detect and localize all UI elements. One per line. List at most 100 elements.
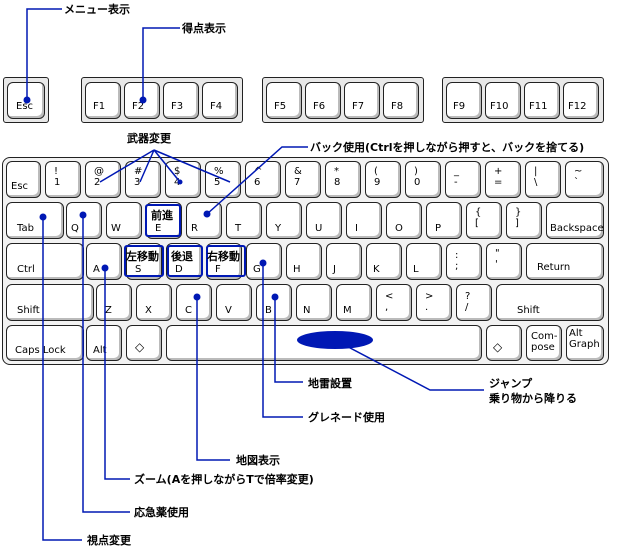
key-slash: ? / [456,284,492,321]
key-6: ^ 6 [245,161,281,198]
diamond-right-icon: ◇ [493,340,503,354]
key-g-label: G [253,264,261,275]
f6-label: F6 [313,101,326,112]
f4-label: F4 [210,101,223,112]
label-left-move: 左移動 [126,250,159,263]
key-k: K [366,243,402,280]
key-5-label: % 5 [214,166,224,188]
f9-label: F9 [453,101,466,112]
key-u: U [306,202,342,239]
shift-right-key: Shift [496,284,604,321]
key-backslash: | \ [525,161,561,198]
f8-key: F8 [383,82,419,119]
alt-left-key: Alt [86,325,122,361]
shift-left-label: Shift [17,305,40,316]
annotation-grenade: グレネード使用 [308,411,385,424]
key-c-label: C [185,305,192,316]
key-lbrace-label: { [ [475,207,482,229]
annotation-map: 地図表示 [236,454,280,467]
key-1: ! 1 [45,161,81,198]
annotation-score: 得点表示 [182,22,226,35]
key-0: ) 0 [405,161,441,198]
f3-key: F3 [163,82,199,119]
f1-label: F1 [93,101,106,112]
key-quote: " ' [486,243,522,280]
f1-key: F1 [85,82,121,119]
highlight-left-move [124,245,164,277]
key-rbrace: } ] [506,202,542,239]
highlight-right-move [206,245,246,277]
key-lbrace: { [ [466,202,502,239]
key-u-label: U [315,223,323,234]
key-n: N [296,284,332,321]
key-9-label: ( 9 [374,166,381,188]
key-equal: + = [485,161,521,198]
label-right-move: 右移動 [207,250,240,263]
key-comma: < , [376,284,412,321]
key-7-label: & 7 [294,166,302,188]
key-q-label: Q [71,223,79,234]
key-e: E [146,202,182,239]
esc-top-label: Esc [16,101,34,112]
compose-key: Com- pose [526,325,562,361]
key-s-label: S [135,264,142,275]
highlight-back [167,245,203,277]
esc-label: Esc [11,181,29,192]
key-z-label: Z [105,305,112,316]
highlight-forward [145,204,181,237]
key-d-label: D [175,264,183,275]
label-back: 後退 [171,250,193,263]
f11-key: F11 [524,82,560,119]
key-period: > . [416,284,452,321]
meta-left-key: ◇ [126,325,162,361]
key-a: A [86,243,122,280]
annotation-first-aid: 応急薬使用 [134,506,189,519]
key-o: O [386,202,422,239]
key-minus-label: _ - [454,166,459,188]
annotation-zoom: ズーム(Aを押しながらTで倍率変更) [134,473,314,486]
f12-key: F12 [563,82,599,119]
shift-right-label: Shift [517,305,540,316]
key-3: # 3 [125,161,161,198]
annotation-mine: 地雷設置 [308,377,352,390]
key-y-label: Y [275,223,282,234]
key-a-label: A [93,264,100,275]
key-8: * 8 [325,161,361,198]
key-b-label: B [265,305,272,316]
key-d: D [166,243,202,280]
key-1-label: ! 1 [54,166,61,188]
key-w: W [106,202,142,239]
key-backslash-label: | \ [534,166,538,188]
key-p-label: P [435,223,442,234]
f12-label: F12 [568,101,587,112]
key-l: L [406,243,442,280]
key-slash-label: ? / [465,291,471,313]
key-0-label: ) 0 [414,166,421,188]
alt-graph-key: Alt Graph [566,325,604,361]
key-t-label: T [235,223,242,234]
esc-key: Esc [6,161,41,198]
key-p: P [426,202,462,239]
compose-label: Com- pose [531,331,558,353]
key-comma-label: < , [385,291,394,313]
ctrl-key: Ctrl [6,243,84,280]
key-quote-label: " ' [495,248,500,270]
annotation-pack: バック使用(Ctrlを押しながら押すと、バックを捨てる) [310,141,585,154]
caps-lock-label: Caps Lock [15,345,66,356]
key-f-label: F [215,264,221,275]
annotation-jump-1: ジャンプ [489,377,533,390]
key-minus: _ - [445,161,481,198]
f4-key: F4 [202,82,238,119]
key-8-label: * 8 [334,166,341,188]
f10-key: F10 [485,82,521,119]
key-h: H [286,243,322,280]
key-equal-label: + = [494,166,503,188]
diamond-left-icon: ◇ [135,340,145,354]
key-q: Q [66,202,102,239]
f11-label: F11 [529,101,548,112]
return-label: Return [537,262,571,273]
key-r-label: R [191,223,198,234]
key-j: J [326,243,362,280]
f2-label: F2 [132,101,145,112]
